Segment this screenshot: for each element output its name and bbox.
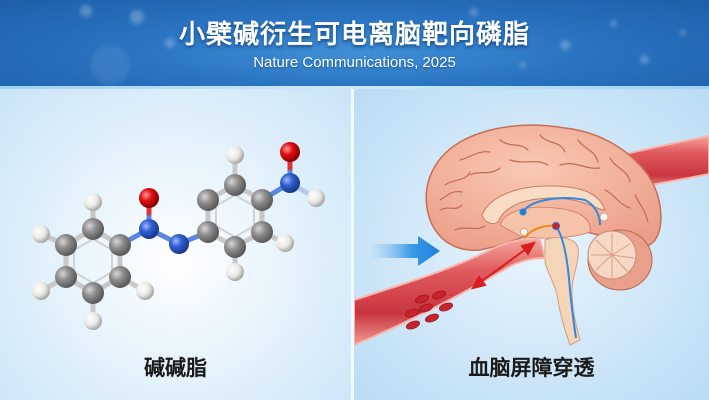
molecule-label: 碱碱脂 bbox=[144, 356, 207, 380]
bokeh-dot bbox=[560, 40, 570, 50]
bokeh-dot bbox=[130, 10, 144, 24]
blood-vessel bbox=[354, 238, 547, 347]
bokeh-dot bbox=[520, 62, 526, 68]
bokeh-dot bbox=[90, 45, 130, 85]
header-banner: 小檗碱衍生可电离脑靶向磷脂 Nature Communications, 202… bbox=[0, 0, 709, 88]
header-divider bbox=[0, 86, 709, 89]
bokeh-dot bbox=[610, 20, 617, 27]
node-dot bbox=[552, 222, 560, 230]
carbon-atoms bbox=[55, 174, 273, 304]
bokeh-dot bbox=[640, 55, 649, 64]
page-subtitle: Nature Communications, 2025 bbox=[253, 54, 456, 71]
red-blood-cells bbox=[405, 290, 453, 330]
ball-and-stick-molecule-icon bbox=[32, 142, 325, 330]
molecule-panel: 碱碱脂 bbox=[0, 89, 351, 400]
panel-divider bbox=[351, 89, 354, 400]
bokeh-dot bbox=[680, 30, 686, 36]
page-title: 小檗碱衍生可电离脑靶向磷脂 bbox=[178, 20, 530, 50]
bidirectional-arrow-icon bbox=[471, 241, 536, 290]
cerebellum-folia bbox=[591, 233, 635, 278]
oxygen-atoms bbox=[139, 142, 300, 208]
node-dot bbox=[519, 208, 527, 216]
blue-arrow-icon bbox=[368, 236, 440, 266]
hydrogen-atoms bbox=[32, 146, 325, 330]
brain-panel: 血脑屏障穿透 bbox=[354, 89, 709, 400]
brain-blood-vessel-icon bbox=[354, 124, 709, 347]
bokeh-dot bbox=[80, 5, 92, 17]
bbb-label: 血脑屏障穿透 bbox=[468, 356, 595, 380]
nitrogen-atoms bbox=[139, 173, 300, 254]
bokeh-dot bbox=[165, 38, 175, 48]
brain-gyri bbox=[439, 134, 649, 231]
bokeh-dot bbox=[470, 8, 478, 16]
